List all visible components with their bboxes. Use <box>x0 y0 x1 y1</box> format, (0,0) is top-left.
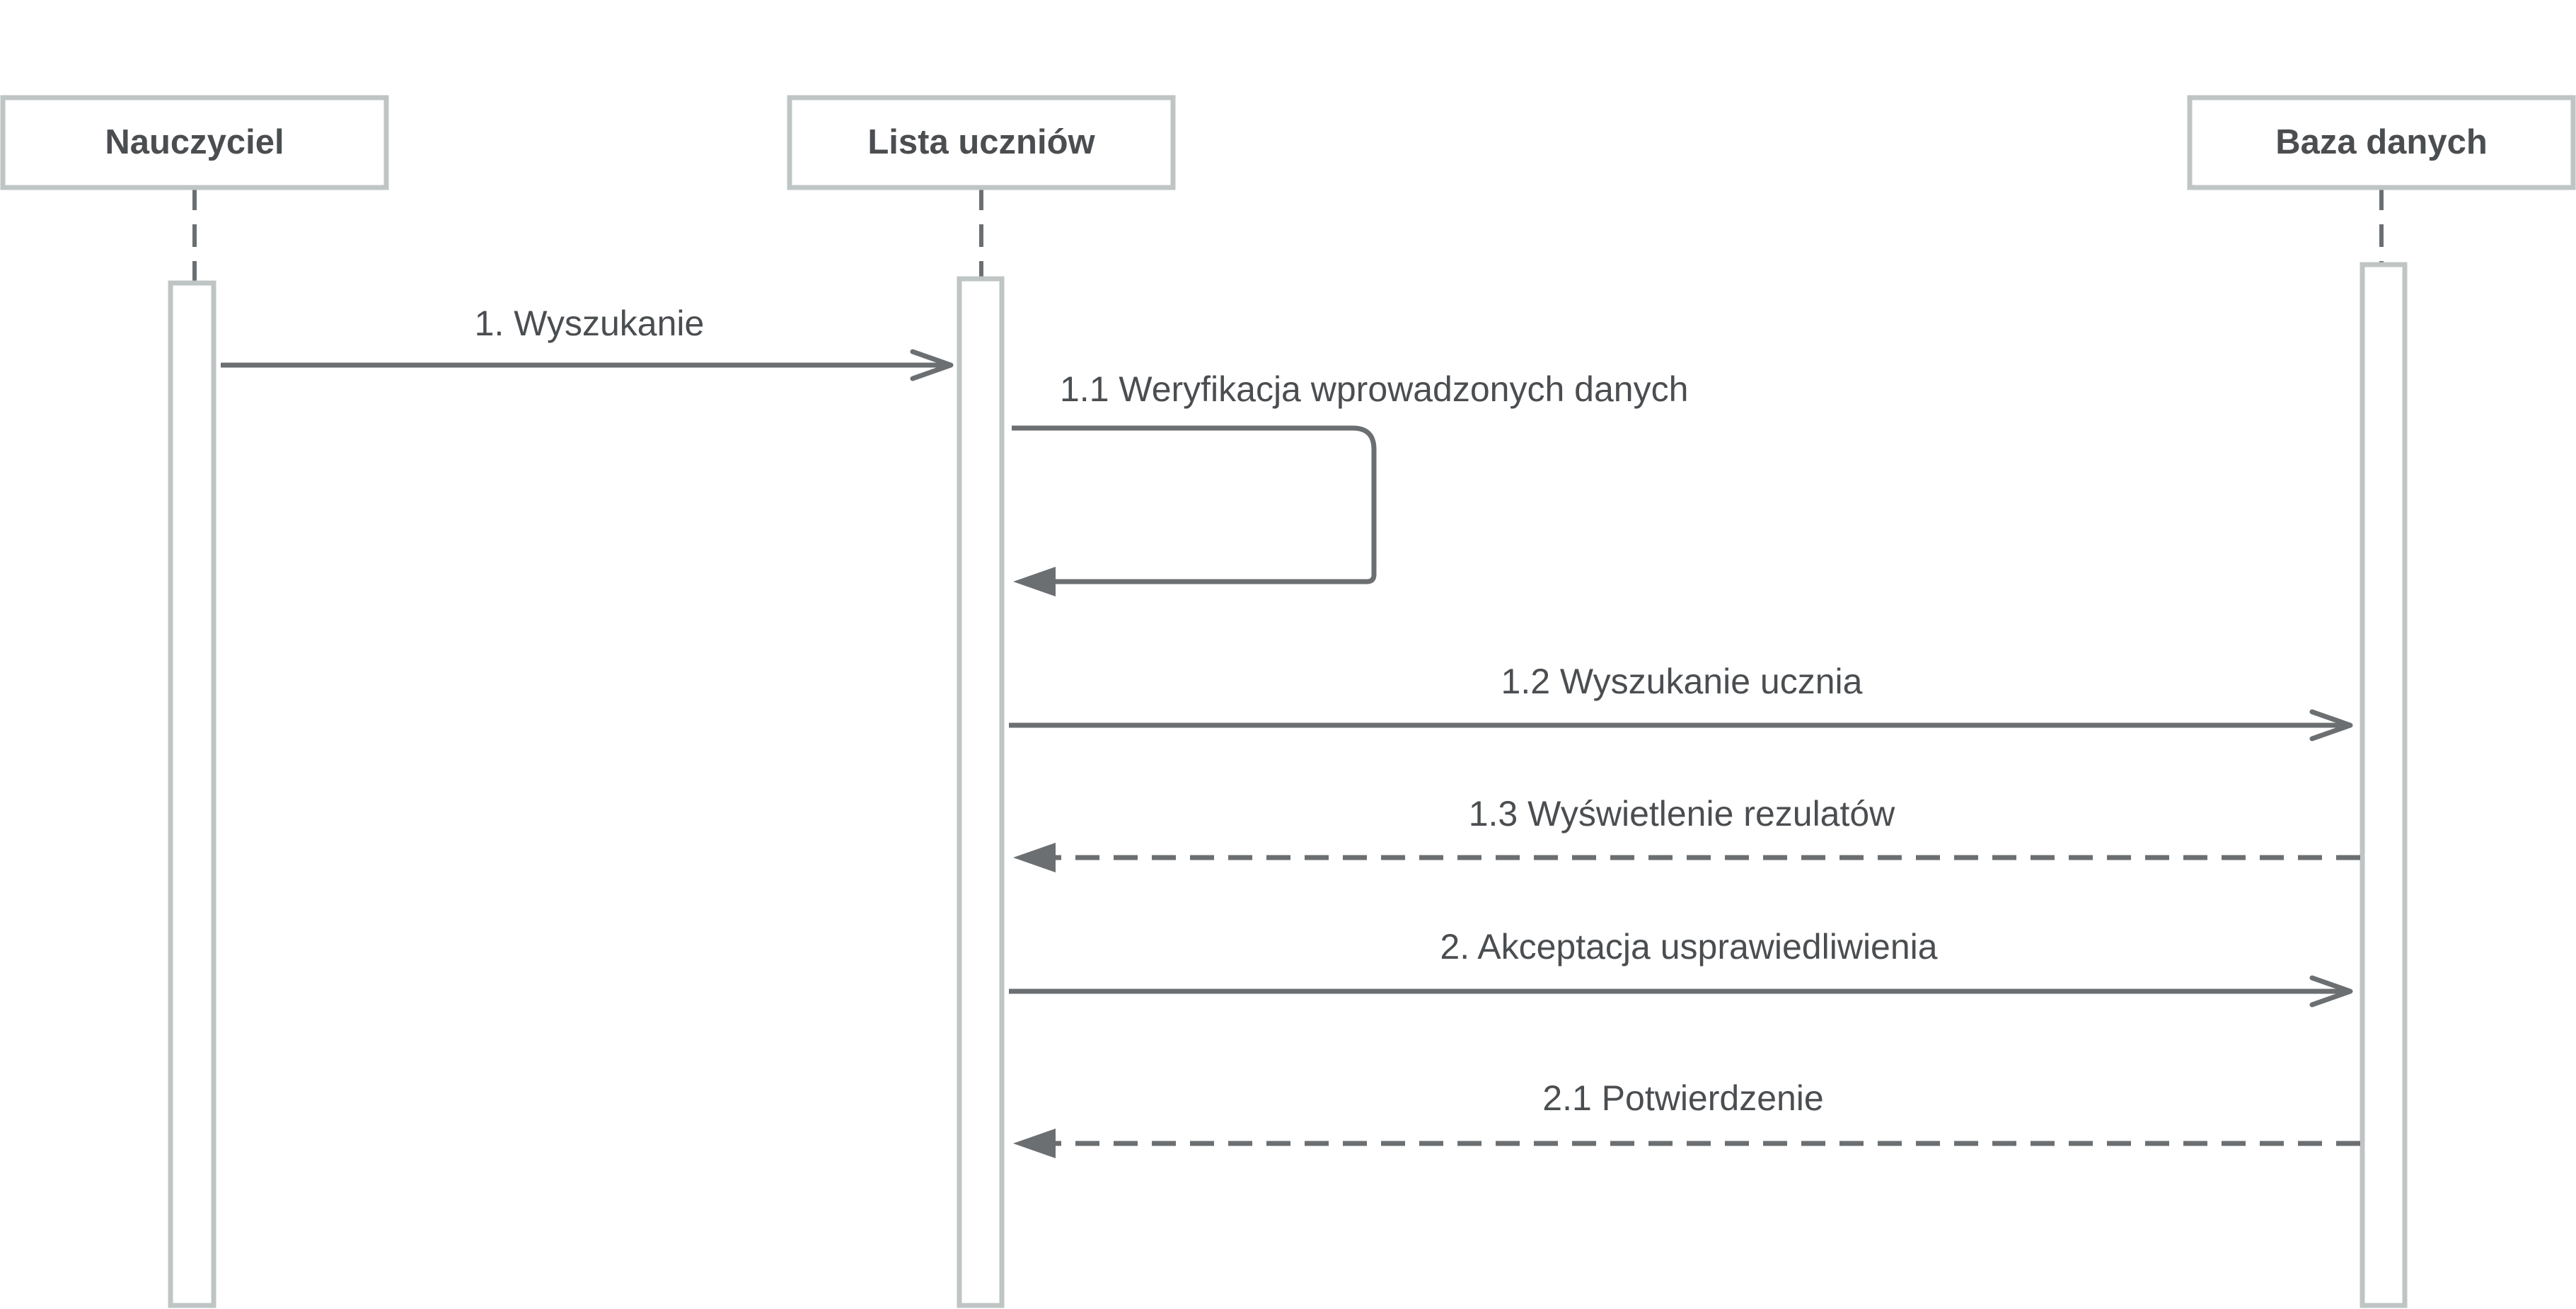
message-1-2-wyszukanie-ucznia: 1.2 Wyszukanie ucznia <box>1009 662 2353 742</box>
filled-arrowhead-icon <box>1013 567 1056 596</box>
message-label: 1. Wyszukanie <box>475 304 705 343</box>
message-label: 1.2 Wyszukanie ucznia <box>1501 662 1863 701</box>
participant-baza-danych: Baza danych <box>2187 95 2576 190</box>
participant-label: Nauczyciel <box>105 123 284 161</box>
activation-bar-lista-uczniow <box>957 276 1005 1308</box>
activation-bar-baza-danych <box>2360 262 2408 1308</box>
message-label: 1.3 Wyświetlenie rezulatów <box>1469 794 1895 834</box>
open-arrowhead-icon <box>2309 975 2353 1008</box>
participant-nauczyciel: Nauczyciel <box>0 95 389 190</box>
filled-arrowhead-icon <box>1013 1129 1056 1158</box>
participant-box <box>0 95 389 190</box>
open-arrowhead-icon <box>2309 709 2353 742</box>
participant-label: Baza danych <box>2275 123 2488 161</box>
self-call-loop-line <box>1012 425 1377 584</box>
message-2-1-potwierdzenie: 2.1 Potwierdzenie <box>1013 1078 2360 1158</box>
activation-bar-nauczyciel <box>168 280 216 1308</box>
message-2-akceptacja-usprawiedliwienia: 2. Akceptacja usprawiedliwienia <box>1009 927 2353 1008</box>
participant-label: Lista uczniów <box>867 123 1095 161</box>
filled-arrowhead-icon <box>1013 843 1056 872</box>
message-1-1-self-call: 1.1 Weryfikacja wprowadzonych danych <box>1012 369 1688 596</box>
message-1-3-wyswietlenie-rezulatow: 1.3 Wyświetlenie rezulatów <box>1013 794 2360 872</box>
message-1-wyszukanie: 1. Wyszukanie <box>221 304 954 381</box>
message-label: 2.1 Potwierdzenie <box>1542 1078 1823 1118</box>
participant-box <box>787 95 1176 190</box>
message-label: 2. Akceptacja usprawiedliwienia <box>1440 927 1937 967</box>
participant-lista-uczniow: Lista uczniów <box>787 95 1176 190</box>
open-arrowhead-icon <box>910 349 954 381</box>
message-label: 1.1 Weryfikacja wprowadzonych danych <box>1060 369 1688 409</box>
participant-box <box>2187 95 2576 190</box>
